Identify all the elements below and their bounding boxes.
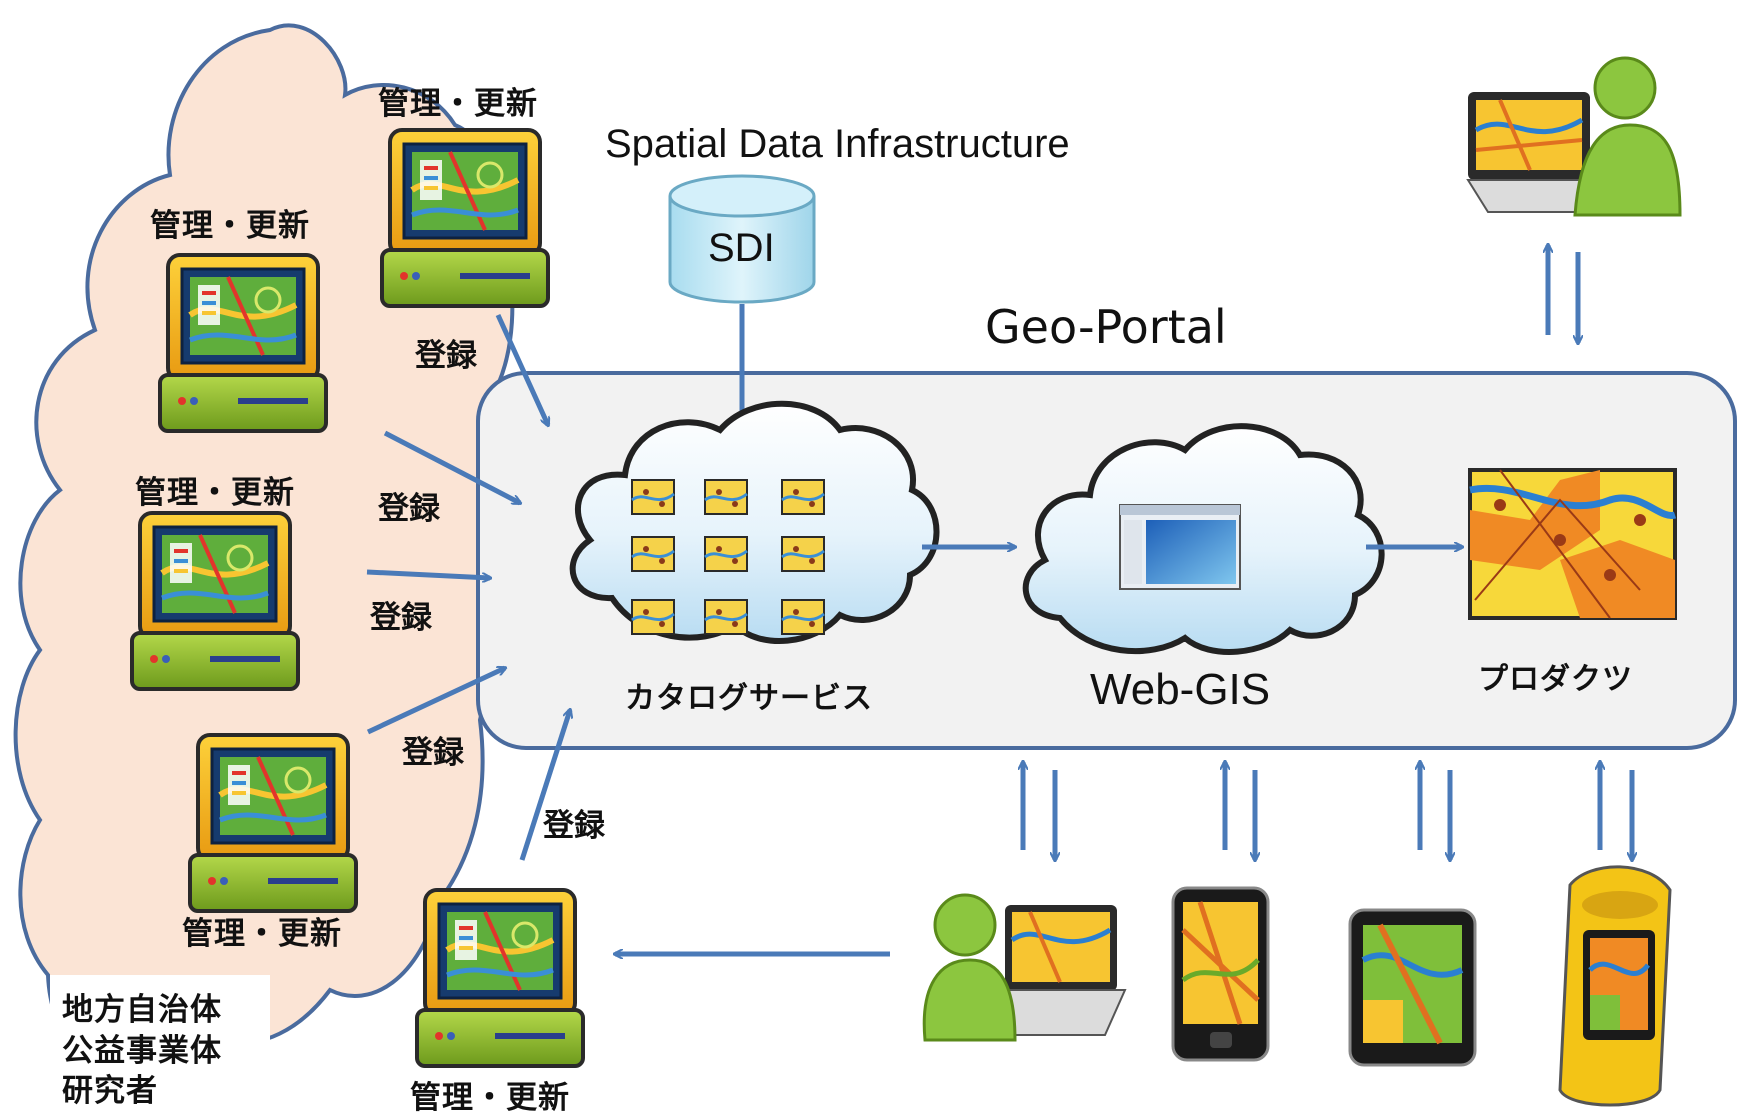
- arrow-register-3: [366, 569, 490, 578]
- smartphone-icon: [1171, 886, 1270, 1062]
- manage-update-label-4: 管理・更新: [182, 916, 342, 952]
- organization-label-box: [50, 975, 270, 1113]
- product-map-icon: [1468, 468, 1677, 620]
- manage-update-label-5: 管理・更新: [410, 1080, 570, 1116]
- arrow-register-4: [366, 665, 505, 735]
- products-label: プロダクツ: [1478, 662, 1633, 697]
- register-label-3: 登録: [370, 600, 432, 636]
- computer-icon-3: [132, 513, 298, 689]
- user-with-computer-icon-bottom: [922, 893, 1127, 1042]
- register-label-5: 登録: [543, 808, 605, 844]
- register-label-2: 登録: [378, 491, 440, 527]
- sdi-database-label: SDI: [708, 226, 775, 270]
- arrow-register-2: [383, 430, 520, 506]
- organization-line-2: 公益事業体: [62, 1033, 222, 1069]
- sdi-database-icon: [668, 174, 816, 304]
- tablet-icon: [1348, 908, 1477, 1067]
- computer-icon-4: [190, 735, 356, 911]
- computer-icon-1: [382, 130, 548, 306]
- computer-icon-5: [417, 890, 583, 1066]
- sdi-title: Spatial Data Infrastructure: [605, 122, 1070, 166]
- computer-icon-2: [160, 255, 326, 431]
- manage-update-label-3: 管理・更新: [135, 475, 295, 511]
- catalog-map-tiles: [630, 478, 826, 636]
- arrow-register-5: [519, 710, 570, 861]
- manage-update-label-1: 管理・更新: [378, 86, 538, 122]
- organization-line-3: 研究者: [62, 1073, 158, 1109]
- webgis-label: Web-GIS: [1090, 665, 1271, 714]
- register-label-4: 登録: [402, 735, 464, 771]
- browser-window-icon: [1119, 504, 1241, 590]
- catalog-cloud: [569, 400, 940, 644]
- register-label-1: 登録: [415, 338, 477, 374]
- manage-update-label-2: 管理・更新: [150, 208, 310, 244]
- organization-line-1: 地方自治体: [62, 992, 222, 1028]
- user-with-computer-icon-top: [1466, 56, 1682, 217]
- geo-portal-title: Geo-Portal: [985, 300, 1227, 354]
- arrow-register-1: [495, 313, 551, 425]
- catalog-service-label: カタログサービス: [625, 681, 873, 716]
- gps-device-icon: [1558, 865, 1672, 1107]
